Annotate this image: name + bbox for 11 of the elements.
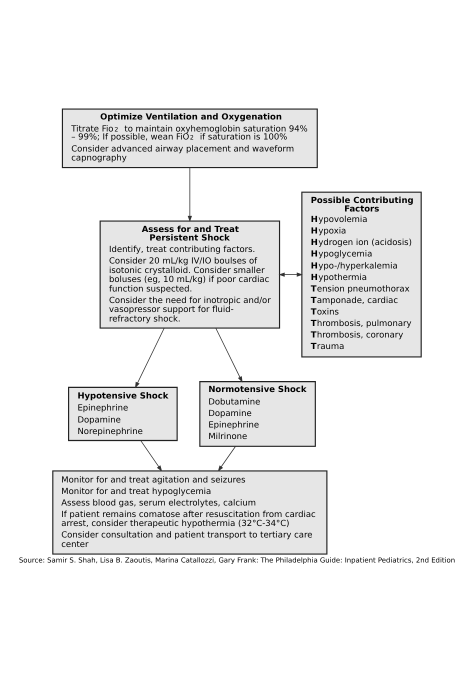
arrow xyxy=(140,440,162,472)
arrow xyxy=(278,272,303,276)
arrow xyxy=(215,327,243,382)
node-box: Assess for and Treat Persistent Shock Identify, treat contributing factors. Consider 20 mL/kg IV/IO boulses of isotonic crystalloid. Consider smaller boluses (eg, 10 mL/kg) if poor cardiac function suspected. Consider the need for inotropic and/or vasopressor support for fluid-refractory shock. xyxy=(100,220,280,328)
arrow xyxy=(218,446,236,472)
arrow xyxy=(135,327,165,388)
node-box: Possible Contributing Factors Hypovolemia Hypoxia Hydrogen ion (acidosis) Hypoglycemia Hypo-/hyperkalemia Hypothermia Tension pneumothorax Tamponade, cardiac Toxins Thrombosis, pulmonary Thrombosis, coronary Trauma xyxy=(301,191,422,358)
arrow xyxy=(188,166,192,222)
node-box: Hypotensive Shock Epinephrine Dopamine Norepinephrine xyxy=(68,386,178,441)
node-box: Monitor for and treat agitation and seizures Monitor for and treat hypoglycemia Assess blood gas, serum electrolytes, calcium If patient remains comatose after resuscitation from cardiac arrest, consider therapeutic hypothermia (32°C-34°C) Consider consultation and patient transport to tertiary care center xyxy=(52,470,328,554)
node-box: Normotensive Shock Dobutamine Dopamine Epinephrine Milrinone xyxy=(199,380,316,446)
